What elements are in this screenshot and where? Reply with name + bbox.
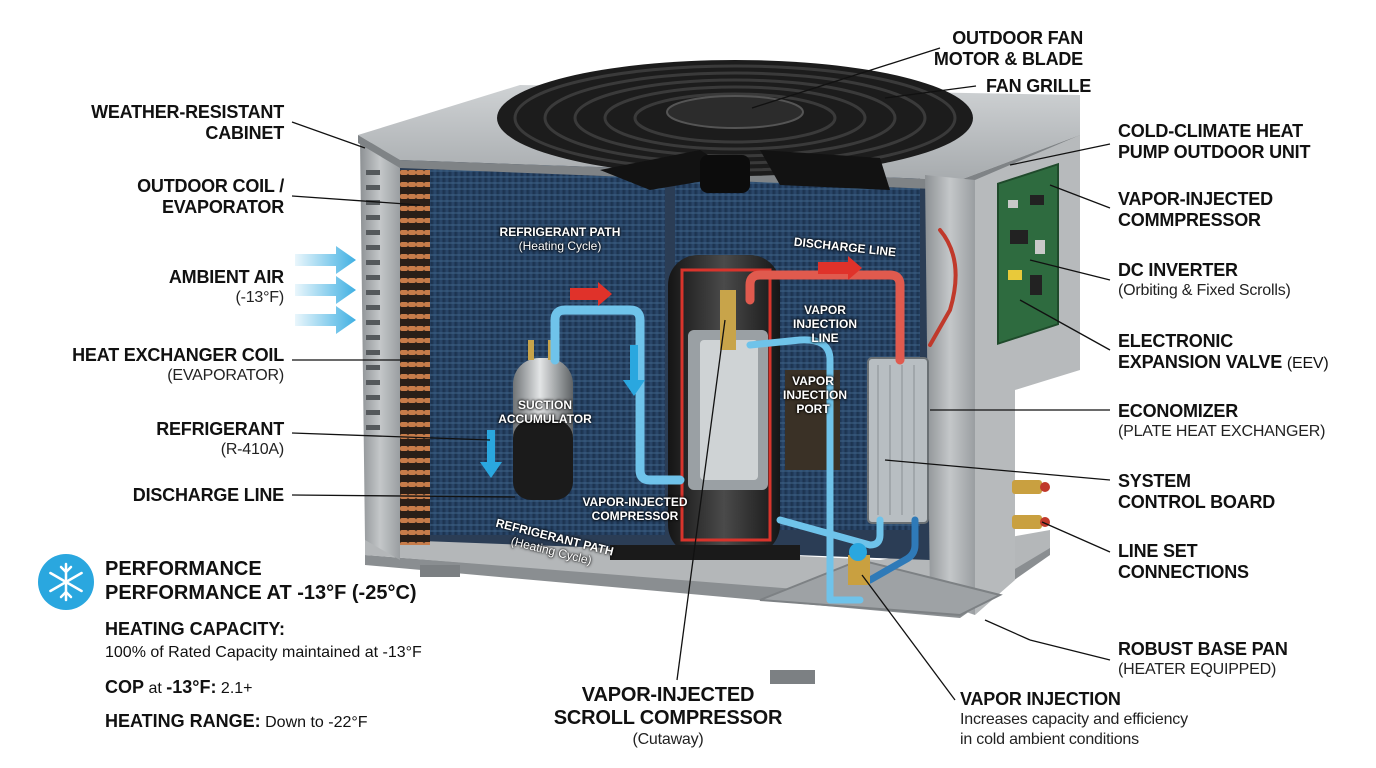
label-base-pan: ROBUST BASE PAN (HEATER EQUIPPED) bbox=[1118, 639, 1288, 680]
label-cabinet: WEATHER-RESISTANT CABINET bbox=[91, 102, 284, 143]
fan-grille bbox=[497, 60, 973, 176]
label-dc-inverter-sub: (Orbiting & Fixed Scrolls) bbox=[1118, 282, 1291, 299]
label-eev-title: ELECTRONIC EXPANSION VALVE bbox=[1118, 331, 1283, 372]
label-eev: ELECTRONIC EXPANSION VALVE (EEV) bbox=[1118, 331, 1329, 374]
control-board bbox=[997, 162, 1059, 346]
economizer bbox=[867, 357, 929, 524]
label-heat-exchanger-title: HEAT EXCHANGER COIL bbox=[72, 345, 284, 365]
inner-path-top-title: REFRIGERANT PATH bbox=[499, 225, 621, 239]
perf-cop-value: 2.1+ bbox=[220, 680, 253, 697]
label-economizer: ECONOMIZER (PLATE HEAT EXCHANGER) bbox=[1118, 401, 1325, 442]
label-outdoor-coil: OUTDOOR COIL / EVAPORATOR bbox=[137, 176, 284, 217]
label-refrigerant-sub: (R-410A) bbox=[220, 441, 285, 458]
label-outdoor-unit: COLD-CLIMATE HEAT PUMP OUTDOOR UNIT bbox=[1118, 121, 1311, 162]
label-fan-grille: FAN GRILLE bbox=[986, 76, 1091, 96]
label-scroll-compressor-title: VAPOR-INJECTED SCROLL COMPRESSOR bbox=[553, 684, 783, 729]
inner-path-top: REFRIGERANT PATH (Heating Cycle) bbox=[480, 225, 640, 253]
perf-range-label: HEATING RANGE: bbox=[105, 711, 261, 731]
label-base-pan-sub: (HEATER EQUIPPED) bbox=[1118, 661, 1277, 678]
label-discharge-line: DISCHARGE LINE bbox=[132, 485, 284, 505]
perf-cop: COP at -13°F: 2.1+ bbox=[105, 676, 253, 700]
label-fan-motor: OUTDOOR FAN MOTOR & BLADE bbox=[933, 28, 1083, 69]
louvers bbox=[366, 170, 380, 430]
label-dc-inverter: DC INVERTER (Orbiting & Fixed Scrolls) bbox=[1118, 260, 1291, 301]
board-components bbox=[1008, 195, 1045, 295]
perf-capacity-value: 100% of Rated Capacity maintained at -13… bbox=[105, 644, 422, 661]
label-economizer-title: ECONOMIZER bbox=[1118, 401, 1239, 421]
perf-capacity: HEATING CAPACITY: 100% of Rated Capacity… bbox=[105, 618, 422, 664]
perf-capacity-label: HEATING CAPACITY: bbox=[105, 619, 285, 639]
cabinet-right-frame bbox=[925, 175, 975, 615]
foot bbox=[770, 670, 815, 684]
label-vapor-injection-title: VAPOR INJECTION bbox=[960, 689, 1121, 709]
perf-range: HEATING RANGE: Down to -22°F bbox=[105, 710, 368, 734]
performance-heading: PERFORMANCE PERFORMANCE AT -13°F (-25°C) bbox=[105, 558, 417, 604]
inner-path-top-sub: (Heating Cycle) bbox=[518, 239, 602, 253]
perf-range-value: Down to -22°F bbox=[265, 714, 368, 731]
label-vapor-injection: VAPOR INJECTION Increases capacity and e… bbox=[960, 689, 1188, 750]
perf-cop-label: COP bbox=[105, 677, 145, 697]
snowflake-icon bbox=[38, 554, 94, 610]
inner-vapor-injection-line: VAPOR INJECTION LINE bbox=[792, 303, 857, 345]
label-ambient-air: AMBIENT AIR (-13°F) bbox=[169, 267, 284, 308]
label-control-board: SYSTEM CONTROL BOARD bbox=[1118, 471, 1276, 512]
label-economizer-sub: (PLATE HEAT EXCHANGER) bbox=[1118, 423, 1326, 440]
label-dc-inverter-title: DC INVERTER bbox=[1118, 260, 1238, 280]
fan-hub bbox=[666, 95, 804, 129]
label-line-set: LINE SET CONNECTIONS bbox=[1118, 541, 1249, 582]
leader-lines bbox=[291, 47, 1111, 701]
suction-accumulator bbox=[513, 340, 573, 500]
label-refrigerant-title: REFRIGERANT bbox=[156, 419, 284, 439]
fan-blade bbox=[600, 150, 890, 193]
label-scroll-compressor: VAPOR-INJECTED SCROLL COMPRESSOR (Cutawa… bbox=[548, 684, 788, 750]
perf-cop-temp: -13°F: bbox=[166, 677, 217, 697]
label-vapor-injection-sub: Increases capacity and efficiency in col… bbox=[960, 711, 1188, 748]
flow-arrows bbox=[480, 256, 862, 478]
label-heat-exchanger: HEAT EXCHANGER COIL (EVAPORATOR) bbox=[72, 345, 284, 386]
perf-cop-mid: at bbox=[148, 680, 162, 697]
inner-compressor: VAPOR-INJECTED COMPRESSOR bbox=[582, 495, 688, 523]
label-heat-exchanger-sub: (EVAPORATOR) bbox=[167, 367, 284, 384]
label-scroll-compressor-sub: (Cutaway) bbox=[632, 731, 704, 748]
foot bbox=[420, 565, 460, 577]
label-ambient-air-sub: (-13°F) bbox=[235, 289, 284, 306]
label-vapor-injected-compressor: VAPOR-INJECTED COMMPRESSOR bbox=[1118, 189, 1273, 230]
label-base-pan-title: ROBUST BASE PAN bbox=[1118, 639, 1288, 659]
copper-coil bbox=[400, 170, 430, 545]
label-eev-abbrev: (EEV) bbox=[1286, 355, 1329, 372]
inner-vapor-injection-port: VAPOR INJECTION PORT bbox=[783, 374, 848, 416]
label-ambient-air-title: AMBIENT AIR bbox=[168, 267, 284, 287]
ambient-air-arrows bbox=[295, 246, 356, 334]
line-set-valves bbox=[1012, 480, 1050, 529]
inner-suction-accumulator: SUCTION ACCUMULATOR bbox=[498, 398, 592, 426]
label-refrigerant: REFRIGERANT (R-410A) bbox=[156, 419, 284, 460]
refrigerant-pipes bbox=[550, 228, 958, 604]
